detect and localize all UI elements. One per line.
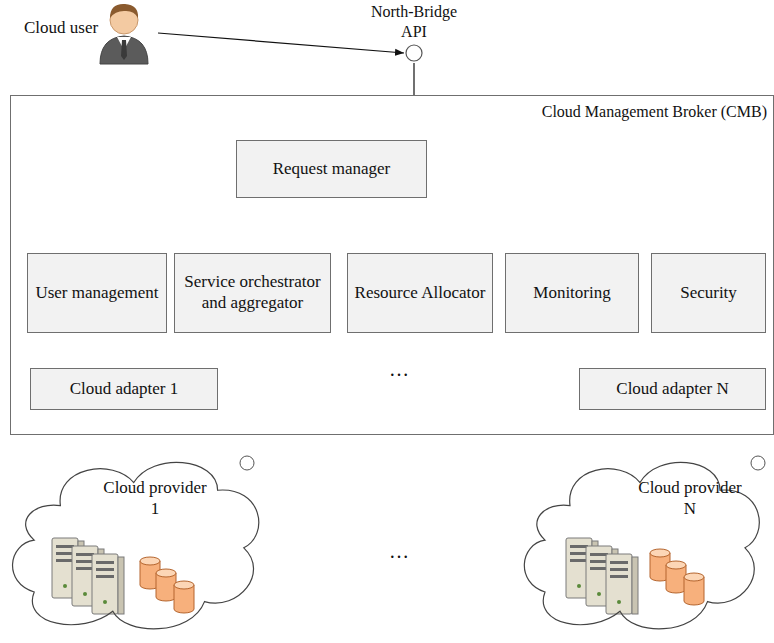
node-label: Request manager (243, 159, 420, 180)
node-label: North-Bridge API (359, 2, 469, 42)
actor: Cloud user (18, 2, 158, 64)
component-box: Service orchestrator and aggregator (174, 253, 331, 333)
cloud-outline (520, 448, 770, 640)
storage-icons (140, 549, 704, 613)
node-label: Cloud adapter 1 (37, 379, 211, 400)
node-label: Cloud provider 1 (100, 478, 210, 519)
node-label: Monitoring (512, 283, 632, 304)
node-label: User management (34, 283, 160, 304)
api-interface: North-Bridge API (359, 2, 469, 66)
server-icons (52, 538, 638, 614)
user-icon (100, 4, 148, 64)
node-label: Cloud adapter N (586, 379, 759, 400)
cloud-provider: Cloud provider N (520, 448, 770, 640)
node-label: Cloud provider N (635, 478, 745, 519)
component-box: Monitoring (505, 253, 639, 333)
broker-container: Cloud Management Broker (CMB) Request man… (10, 95, 774, 435)
component-box: Security (651, 253, 766, 333)
component-box: Request manager (236, 140, 427, 198)
node-label: Cloud user (24, 18, 158, 39)
node-label: Security (658, 283, 759, 304)
interface-circle (240, 456, 254, 470)
adapter-box: Cloud adapter N (579, 368, 766, 410)
interface-circle (751, 456, 765, 470)
adapter-box: Cloud adapter 1 (30, 368, 218, 410)
cloud-outline (8, 448, 270, 640)
ellipsis: … (375, 540, 425, 563)
container-title: Cloud Management Broker (CMB) (542, 102, 767, 122)
node-label: Service orchestrator and aggregator (181, 272, 324, 313)
interface-circle (404, 43, 424, 63)
node-label: Resource Allocator (354, 283, 486, 304)
component-box: User management (27, 253, 167, 333)
ellipsis: … (375, 358, 425, 381)
connector (158, 33, 404, 53)
connector (413, 63, 414, 95)
component-box: Resource Allocator (347, 253, 493, 333)
cloud-provider: Cloud provider 1 (8, 448, 270, 640)
